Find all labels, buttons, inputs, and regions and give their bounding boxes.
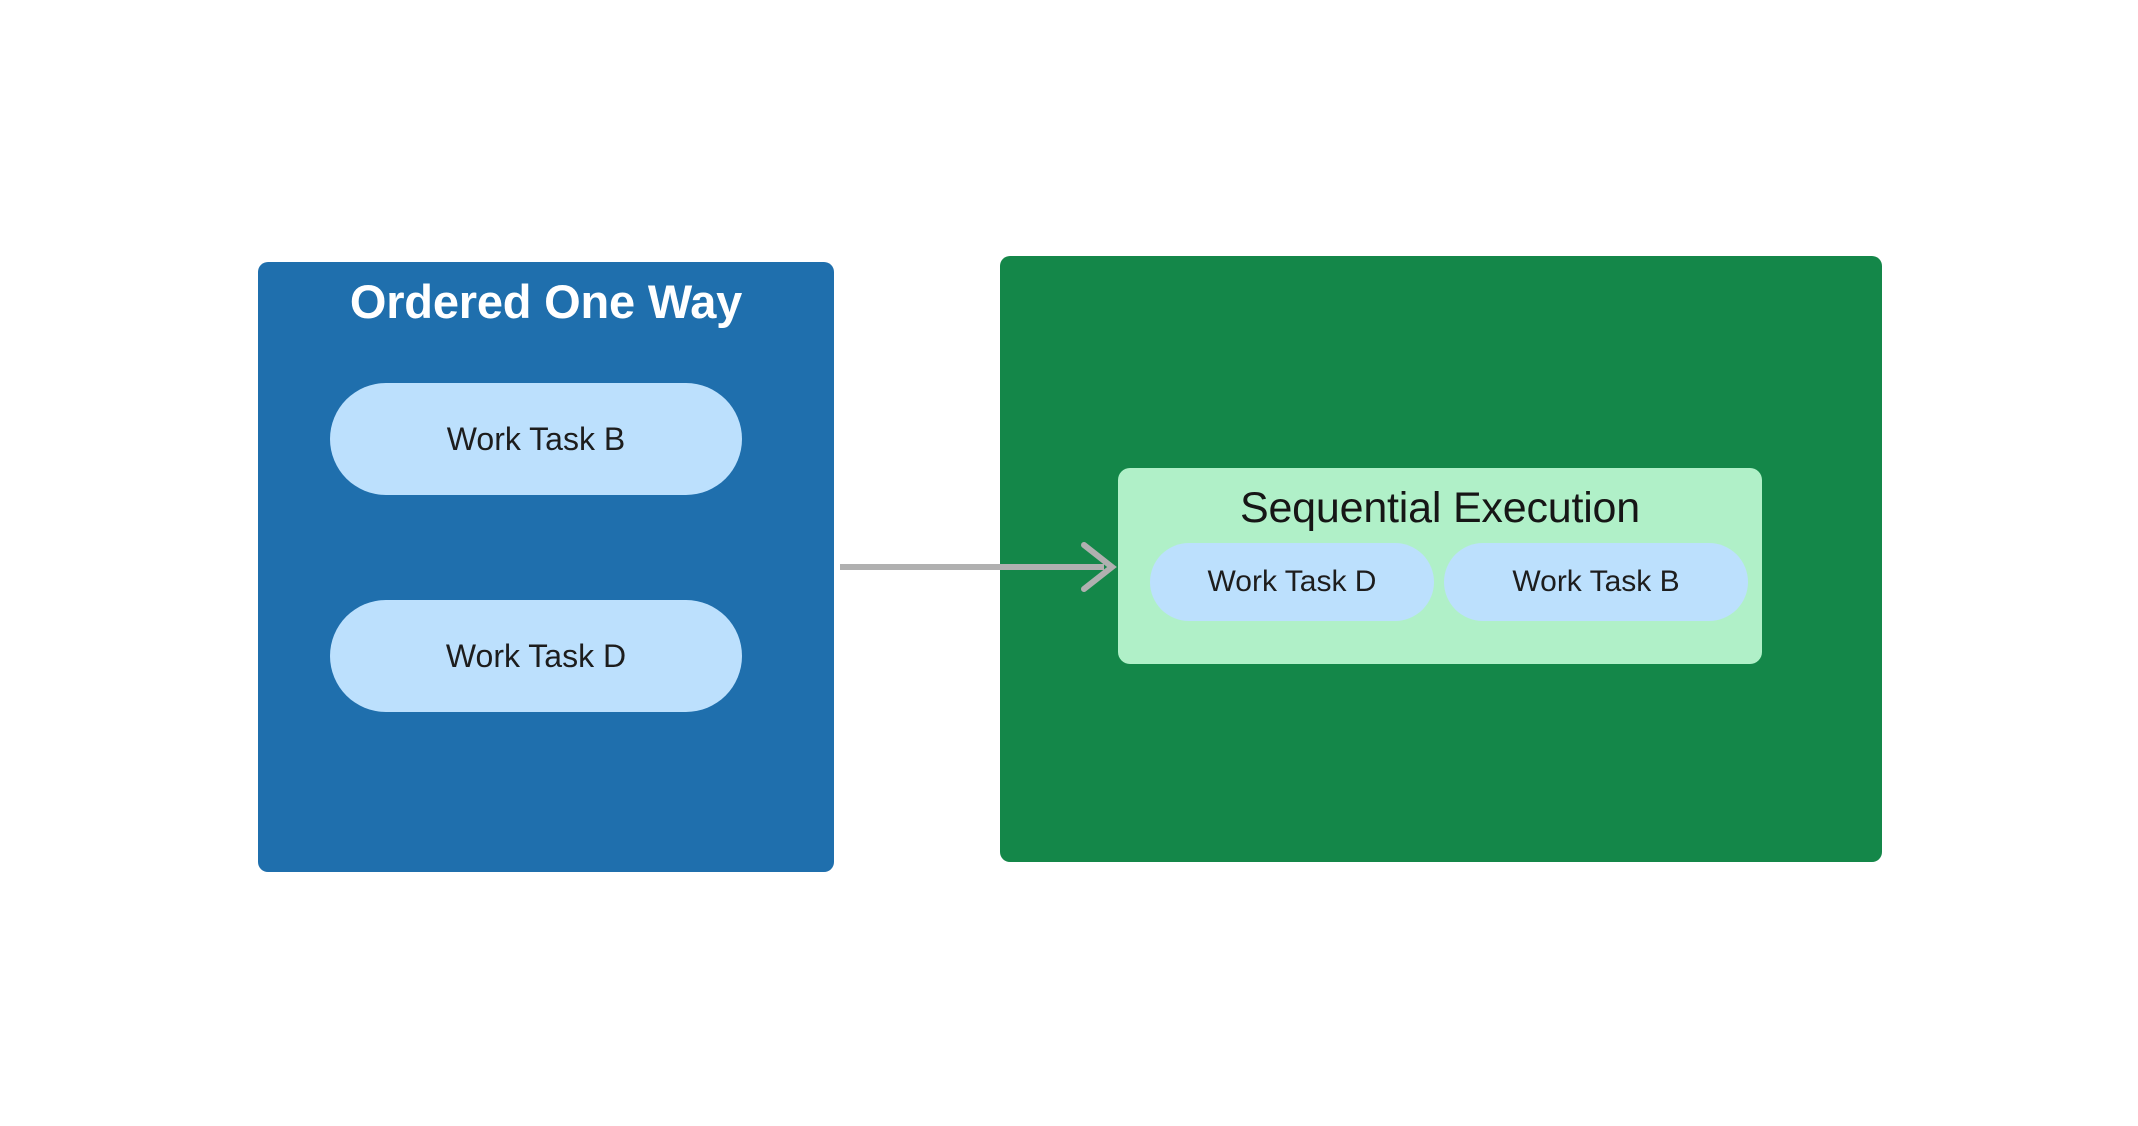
group-title-ordered-one-way: Ordered One Way [349, 275, 743, 328]
task-node-label: Work Task B [1512, 565, 1680, 598]
connector-arrow-left-to-right [840, 542, 1117, 592]
task-node-work-task-b-sequential[interactable]: Work Task B [1444, 543, 1748, 621]
arrow-head-icon [1081, 542, 1117, 592]
group-sequential-execution-outer[interactable]: Sequential Execution Work Task D Work Ta… [1000, 256, 1882, 862]
task-node-work-task-d-sequential[interactable]: Work Task D [1150, 543, 1434, 621]
group-sequential-execution[interactable]: Sequential Execution Work Task D Work Ta… [1118, 468, 1762, 664]
task-node-work-task-d[interactable]: Work Task D [330, 600, 742, 712]
task-node-label: Work Task B [446, 420, 626, 457]
task-node-label: Work Task D [445, 637, 627, 674]
group-ordered-one-way[interactable]: Ordered One Way Work Task B Work Task D [258, 262, 834, 872]
task-node-label: Work Task D [1207, 565, 1377, 598]
task-node-work-task-b[interactable]: Work Task B [330, 383, 742, 495]
group-title-sequential-execution: Sequential Execution [1239, 484, 1640, 532]
